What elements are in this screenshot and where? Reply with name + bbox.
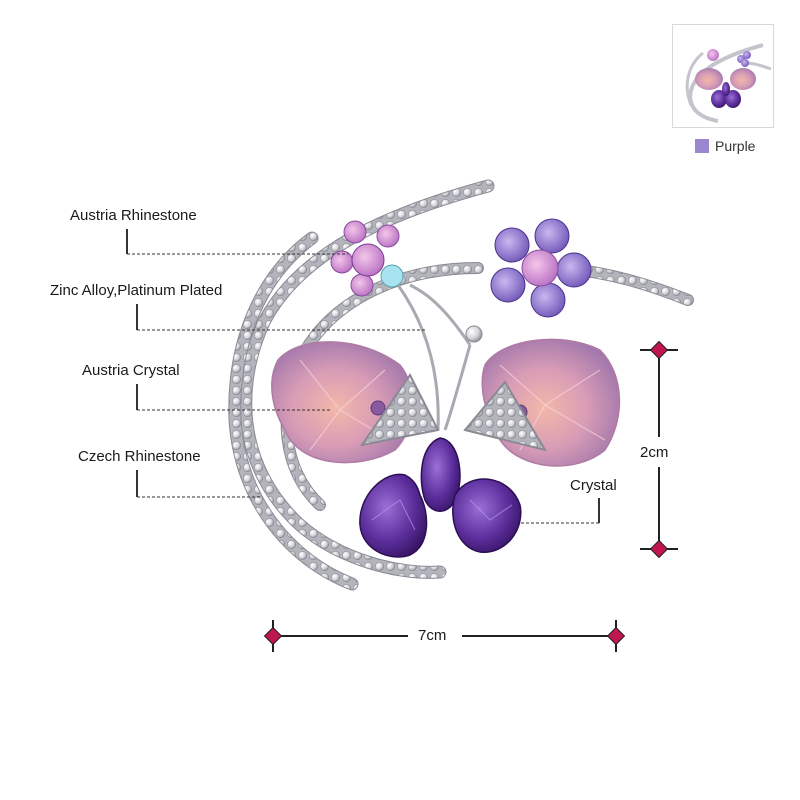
callout-leaders (126, 229, 600, 524)
color-thumbnail[interactable] (672, 24, 774, 128)
pink-flower (330, 220, 404, 297)
label-austria-crystal: Austria Crystal (82, 362, 180, 379)
metal-stems (396, 283, 472, 431)
height-dimension (640, 340, 678, 559)
color-option-purple[interactable]: Purple (695, 137, 755, 155)
antenna-stone (465, 325, 483, 343)
label-austria-rhinestone: Austria Rhinestone (70, 207, 197, 224)
amethyst-body (359, 437, 522, 558)
color-option-label: Purple (715, 138, 756, 154)
purple-flower (490, 218, 592, 318)
width-dimension (263, 620, 626, 652)
label-czech-rhinestone: Czech Rhinestone (78, 448, 201, 465)
pave-wing-insets (359, 373, 548, 452)
width-label: 7cm (418, 627, 447, 644)
thumbnail-brooch-image (685, 43, 772, 123)
height-label: 2cm (640, 444, 669, 461)
label-crystal: Crystal (570, 477, 617, 494)
color-swatch (695, 139, 709, 153)
label-zinc-alloy: Zinc Alloy,Platinum Plated (50, 282, 223, 299)
